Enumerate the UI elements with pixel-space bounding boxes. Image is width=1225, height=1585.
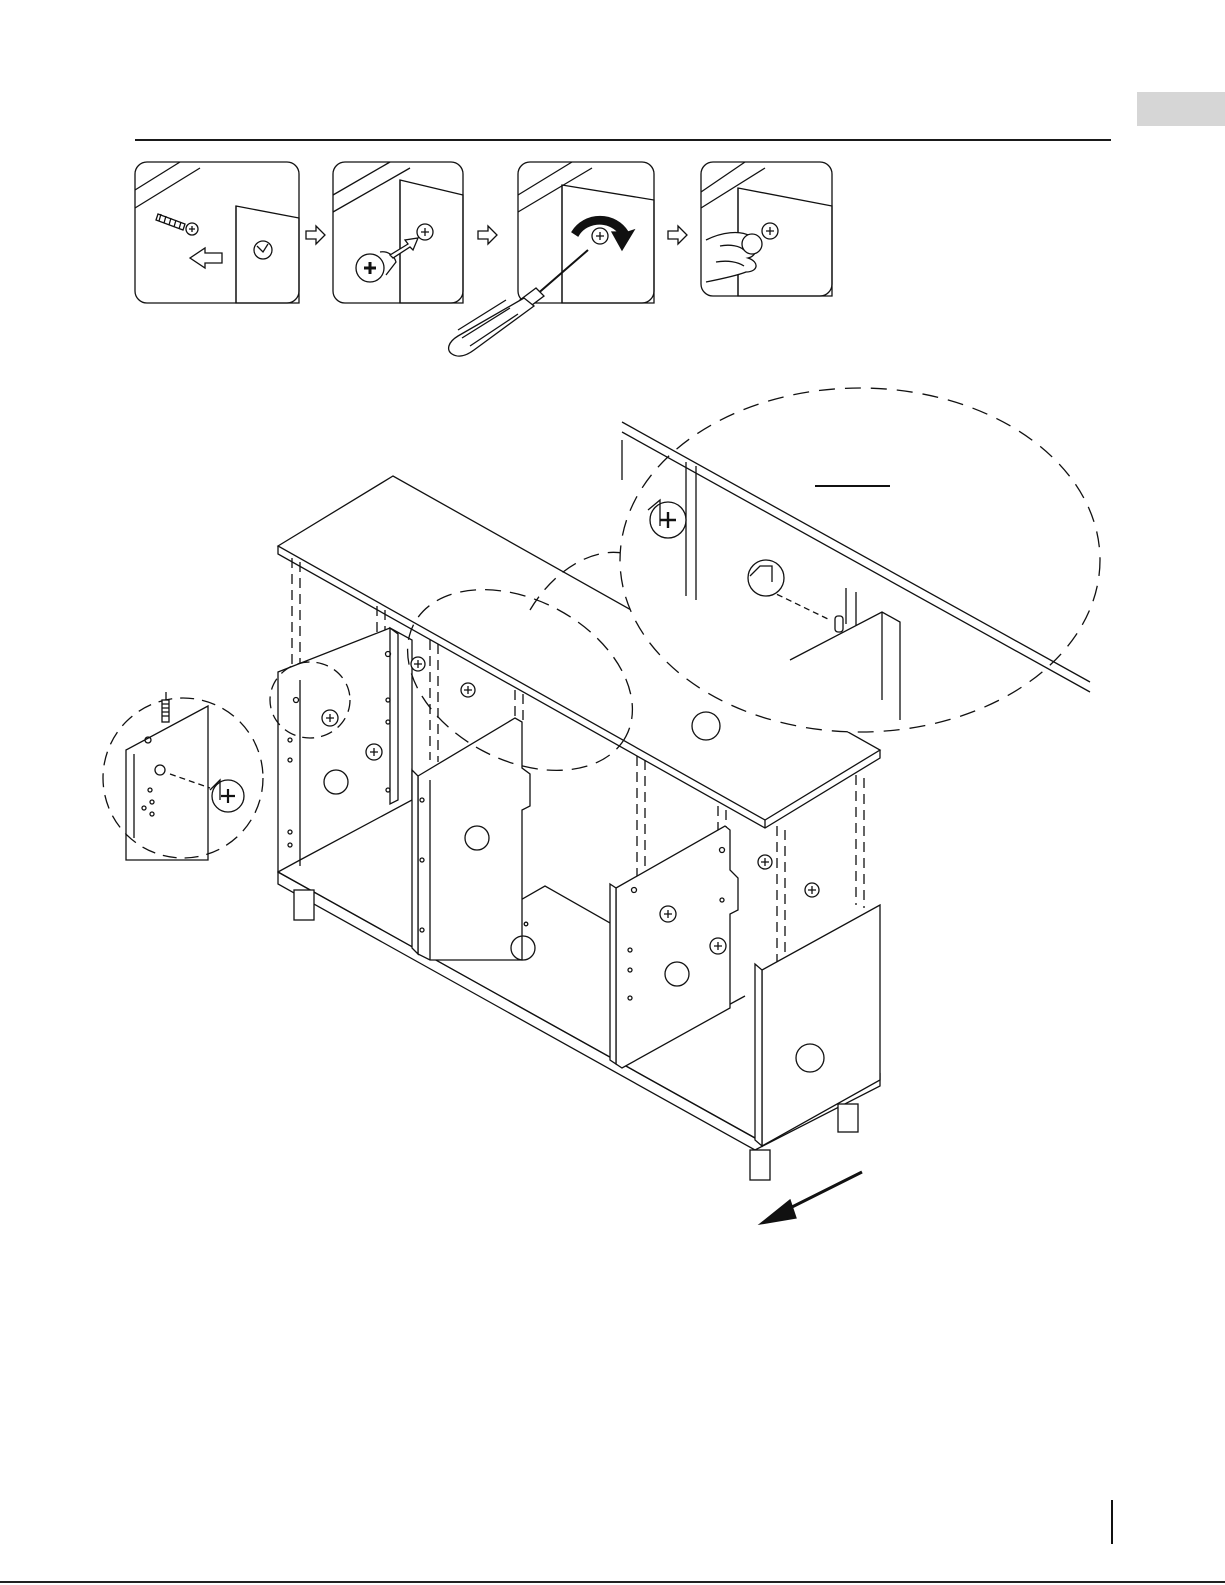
right-side-panel	[755, 905, 880, 1146]
step-panel-3	[449, 162, 654, 356]
left-side-panel	[278, 628, 412, 872]
step-arrow-1	[306, 226, 325, 244]
step-arrow-3	[668, 226, 687, 244]
detail-bubble-left	[103, 692, 263, 860]
detail-bubble-right	[620, 388, 1100, 732]
footer-rule	[0, 1581, 1225, 1583]
direction-arrow-icon	[760, 1172, 862, 1224]
left-divider-panel	[411, 657, 530, 960]
step-panel-2	[333, 162, 463, 303]
cam-lock-icon	[411, 657, 475, 697]
step-panel-1	[135, 162, 299, 303]
step-arrow-2	[478, 226, 497, 244]
page-marker	[1111, 1500, 1113, 1544]
step-panel-4	[701, 162, 832, 296]
dowel-icon	[835, 616, 843, 632]
